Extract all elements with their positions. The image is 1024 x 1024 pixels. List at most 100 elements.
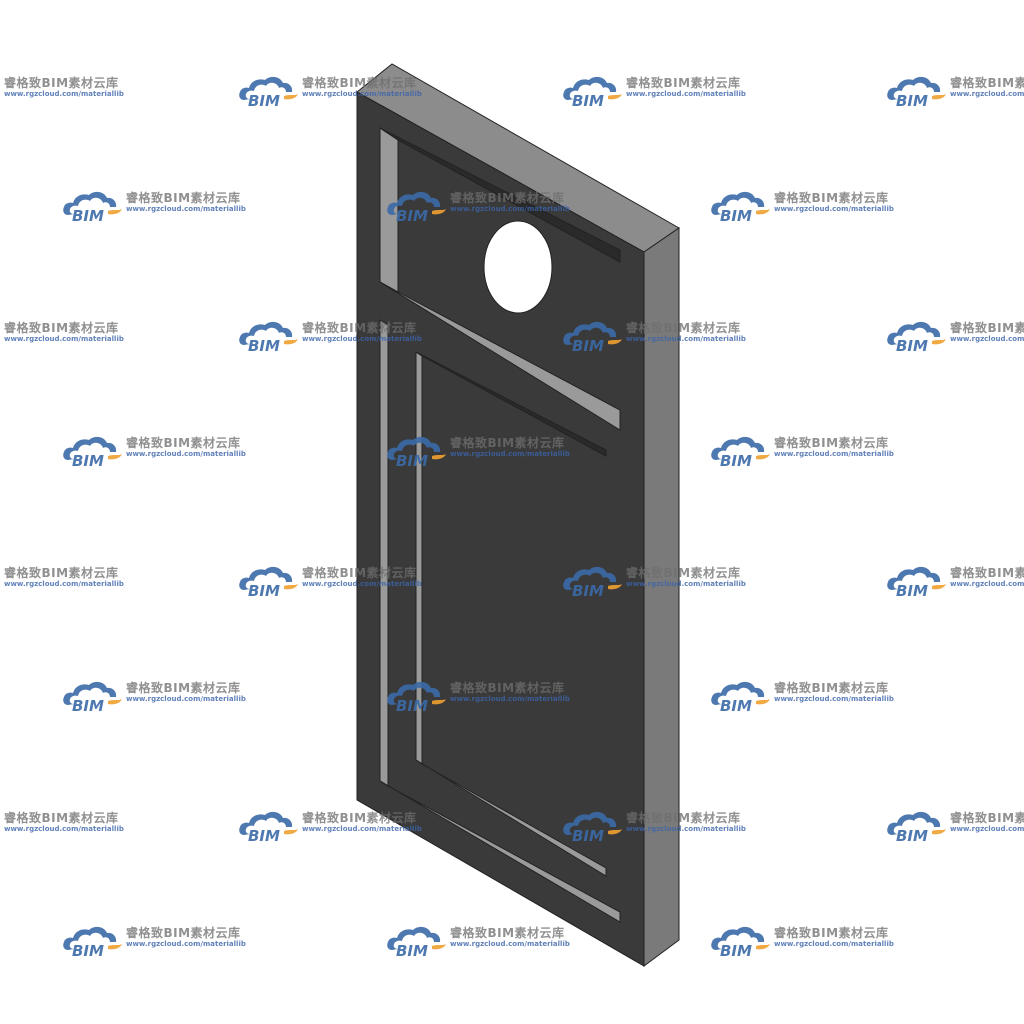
svg-text:BIM: BIM [572, 582, 604, 600]
watermark-url: www.rgzcloud.com/materiallib [4, 335, 124, 343]
watermark-title: 睿格致BIM素材云库 [126, 436, 241, 450]
svg-text:BIM: BIM [720, 207, 752, 225]
watermark-url: www.rgzcloud.com/materiallib [4, 825, 124, 833]
bim-cloud-logo-icon: BIM [563, 76, 622, 110]
watermark-url: www.rgzcloud.com/materiallib [302, 825, 422, 833]
watermark-url: www.rgzcloud.com/materiallib [302, 580, 422, 588]
watermark: BIM 睿格致BIM素材云库 www.rgzcloud.com/material… [238, 315, 438, 355]
bim-cloud-logo-icon: BIM [239, 321, 298, 355]
watermark-title: 睿格致BIM素材云库 [950, 566, 1024, 580]
svg-text:BIM: BIM [72, 697, 104, 715]
watermark: BIM 睿格致BIM素材云库 www.rgzcloud.com/material… [562, 560, 762, 600]
watermark-title: 睿格致BIM素材云库 [4, 321, 119, 335]
bim-cloud-logo-icon: BIM [711, 191, 770, 225]
watermark-url: www.rgzcloud.com/materiallib [950, 825, 1024, 833]
svg-text:BIM: BIM [896, 827, 928, 845]
watermark-url: www.rgzcloud.com/materiallib [450, 450, 570, 458]
watermark-url: www.rgzcloud.com/materiallib [774, 940, 894, 948]
watermark-url: www.rgzcloud.com/materiallib [626, 90, 746, 98]
lower-panel-groove-bottom-outer [379, 780, 621, 923]
svg-text:BIM: BIM [896, 582, 928, 600]
bim-cloud-logo-icon: BIM [239, 566, 298, 600]
watermark: BIM 睿格致BIM素材云库 www.rgzcloud.com/material… [0, 560, 140, 600]
svg-text:BIM: BIM [72, 452, 104, 470]
svg-text:BIM: BIM [572, 337, 604, 355]
watermark-url: www.rgzcloud.com/materiallib [126, 205, 246, 213]
watermark-url: www.rgzcloud.com/materiallib [450, 940, 570, 948]
watermark: BIM 睿格致BIM素材云库 www.rgzcloud.com/material… [562, 70, 762, 110]
watermark-title: 睿格致BIM素材云库 [4, 566, 119, 580]
watermark-title: 睿格致BIM素材云库 [950, 811, 1024, 825]
watermark-title: 睿格致BIM素材云库 [626, 321, 741, 335]
watermark: BIM 睿格致BIM素材云库 www.rgzcloud.com/material… [238, 70, 438, 110]
bim-cloud-logo-icon: BIM [887, 566, 946, 600]
bim-cloud-logo-icon: BIM [239, 76, 298, 110]
watermark-title: 睿格致BIM素材云库 [450, 436, 565, 450]
watermark: BIM 睿格致BIM素材云库 www.rgzcloud.com/material… [386, 430, 586, 470]
watermark: BIM 睿格致BIM素材云库 www.rgzcloud.com/material… [0, 805, 140, 845]
watermark: BIM 睿格致BIM素材云库 www.rgzcloud.com/material… [562, 315, 762, 355]
watermark: BIM 睿格致BIM素材云库 www.rgzcloud.com/material… [62, 920, 262, 960]
watermark: BIM 睿格致BIM素材云库 www.rgzcloud.com/material… [710, 675, 910, 715]
svg-text:BIM: BIM [720, 452, 752, 470]
watermark-title: 睿格致BIM素材云库 [950, 76, 1024, 90]
watermark-title: 睿格致BIM素材云库 [626, 566, 741, 580]
bim-cloud-logo-icon: BIM [387, 436, 446, 470]
watermark: BIM 睿格致BIM素材云库 www.rgzcloud.com/material… [386, 675, 586, 715]
watermark: BIM 睿格致BIM素材云库 www.rgzcloud.com/material… [886, 805, 1024, 845]
watermark-title: 睿格致BIM素材云库 [302, 811, 417, 825]
bim-cloud-logo-icon: BIM [711, 681, 770, 715]
watermark-url: www.rgzcloud.com/materiallib [4, 580, 124, 588]
watermark-title: 睿格致BIM素材云库 [4, 811, 119, 825]
watermark-url: www.rgzcloud.com/materiallib [626, 335, 746, 343]
door-hole [483, 220, 553, 314]
upper-panel-groove-bottom [379, 281, 621, 431]
watermark: BIM 睿格致BIM素材云库 www.rgzcloud.com/material… [710, 920, 910, 960]
watermark-url: www.rgzcloud.com/materiallib [950, 90, 1024, 98]
watermark: BIM 睿格致BIM素材云库 www.rgzcloud.com/material… [62, 675, 262, 715]
watermark-title: 睿格致BIM素材云库 [302, 566, 417, 580]
watermark: BIM 睿格致BIM素材云库 www.rgzcloud.com/material… [238, 805, 438, 845]
watermark-title: 睿格致BIM素材云库 [626, 811, 741, 825]
watermark: BIM 睿格致BIM素材云库 www.rgzcloud.com/material… [886, 70, 1024, 110]
watermark-url: www.rgzcloud.com/materiallib [450, 205, 570, 213]
watermark-title: 睿格致BIM素材云库 [126, 191, 241, 205]
bim-cloud-logo-icon: BIM [63, 191, 122, 225]
watermark-title: 睿格致BIM素材云库 [450, 681, 565, 695]
svg-text:BIM: BIM [248, 827, 280, 845]
svg-text:BIM: BIM [396, 207, 428, 225]
watermark: BIM 睿格致BIM素材云库 www.rgzcloud.com/material… [0, 315, 140, 355]
watermark-url: www.rgzcloud.com/materiallib [950, 335, 1024, 343]
lower-panel-groove-bottom-inner [415, 759, 607, 877]
watermark-url: www.rgzcloud.com/materiallib [126, 940, 246, 948]
watermark-title: 睿格致BIM素材云库 [4, 76, 119, 90]
svg-text:BIM: BIM [896, 337, 928, 355]
watermark-title: 睿格致BIM素材云库 [126, 681, 241, 695]
watermark-url: www.rgzcloud.com/materiallib [126, 695, 246, 703]
svg-text:BIM: BIM [248, 582, 280, 600]
bim-cloud-logo-icon: BIM [563, 566, 622, 600]
bim-cloud-logo-icon: BIM [711, 436, 770, 470]
bim-cloud-logo-icon: BIM [63, 681, 122, 715]
bim-cloud-logo-icon: BIM [387, 681, 446, 715]
watermark-title: 睿格致BIM素材云库 [774, 191, 889, 205]
bim-cloud-logo-icon: BIM [887, 76, 946, 110]
watermark-url: www.rgzcloud.com/materiallib [950, 580, 1024, 588]
watermark-url: www.rgzcloud.com/materiallib [450, 695, 570, 703]
watermark: BIM 睿格致BIM素材云库 www.rgzcloud.com/material… [886, 560, 1024, 600]
watermark: BIM 睿格致BIM素材云库 www.rgzcloud.com/material… [710, 430, 910, 470]
watermark-title: 睿格致BIM素材云库 [302, 76, 417, 90]
watermark-url: www.rgzcloud.com/materiallib [302, 90, 422, 98]
watermark: BIM 睿格致BIM素材云库 www.rgzcloud.com/material… [710, 185, 910, 225]
watermark-title: 睿格致BIM素材云库 [774, 436, 889, 450]
svg-text:BIM: BIM [896, 92, 928, 110]
svg-text:BIM: BIM [720, 942, 752, 960]
watermark-title: 睿格致BIM素材云库 [302, 321, 417, 335]
svg-text:BIM: BIM [720, 697, 752, 715]
watermark: BIM 睿格致BIM素材云库 www.rgzcloud.com/material… [62, 430, 262, 470]
watermark-url: www.rgzcloud.com/materiallib [302, 335, 422, 343]
svg-text:BIM: BIM [248, 92, 280, 110]
watermark: BIM 睿格致BIM素材云库 www.rgzcloud.com/material… [562, 805, 762, 845]
watermark-title: 睿格致BIM素材云库 [774, 926, 889, 940]
